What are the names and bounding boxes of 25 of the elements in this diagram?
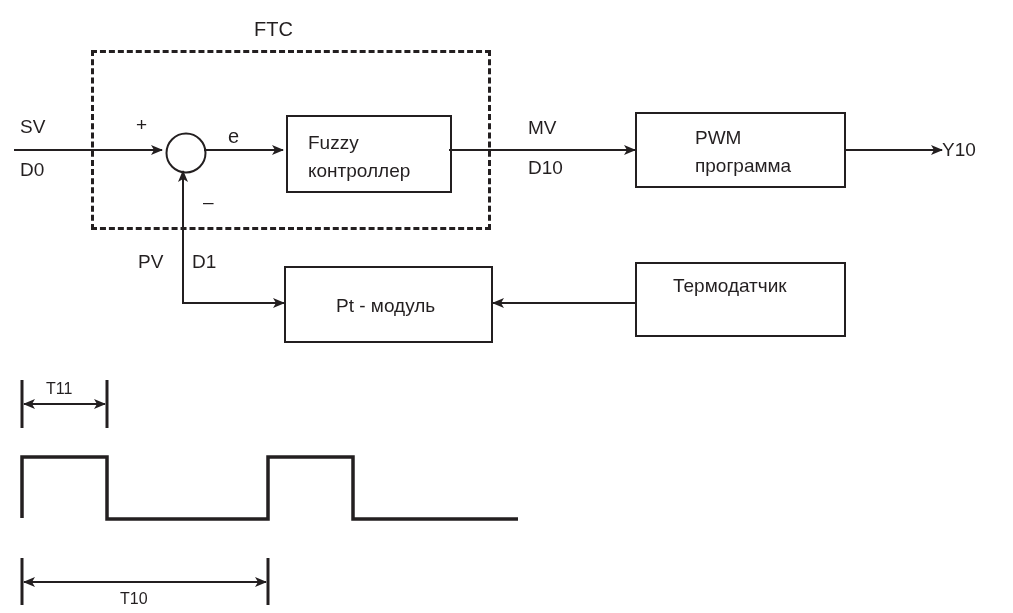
output-label: Y10	[942, 138, 992, 162]
block-label: Термодатчик	[673, 274, 788, 298]
signal-label: D0	[20, 158, 45, 182]
module-box	[284, 266, 493, 343]
sign-label: –	[203, 190, 214, 214]
arrow	[845, 145, 943, 155]
block-label: Fuzzy контроллер	[308, 131, 412, 183]
signal-label: MV	[528, 116, 557, 140]
edge-label: e	[228, 124, 240, 148]
arrow	[13, 145, 163, 155]
block-label: PWM программа	[695, 126, 793, 178]
program-box	[635, 112, 846, 188]
arrow	[203, 145, 284, 155]
arrow	[492, 298, 636, 308]
signal-label: SV	[20, 115, 46, 139]
controller-box	[286, 115, 452, 193]
group-title: FTC	[254, 17, 293, 41]
sensor-box	[635, 262, 846, 337]
arrow	[178, 170, 285, 308]
block-label: Pt - модуль	[336, 294, 437, 318]
arrow	[448, 145, 636, 155]
signal-label: PV	[138, 250, 164, 274]
signal-label: D10	[528, 156, 563, 180]
sign-label: +	[136, 113, 148, 137]
signal-label: D1	[192, 250, 217, 274]
